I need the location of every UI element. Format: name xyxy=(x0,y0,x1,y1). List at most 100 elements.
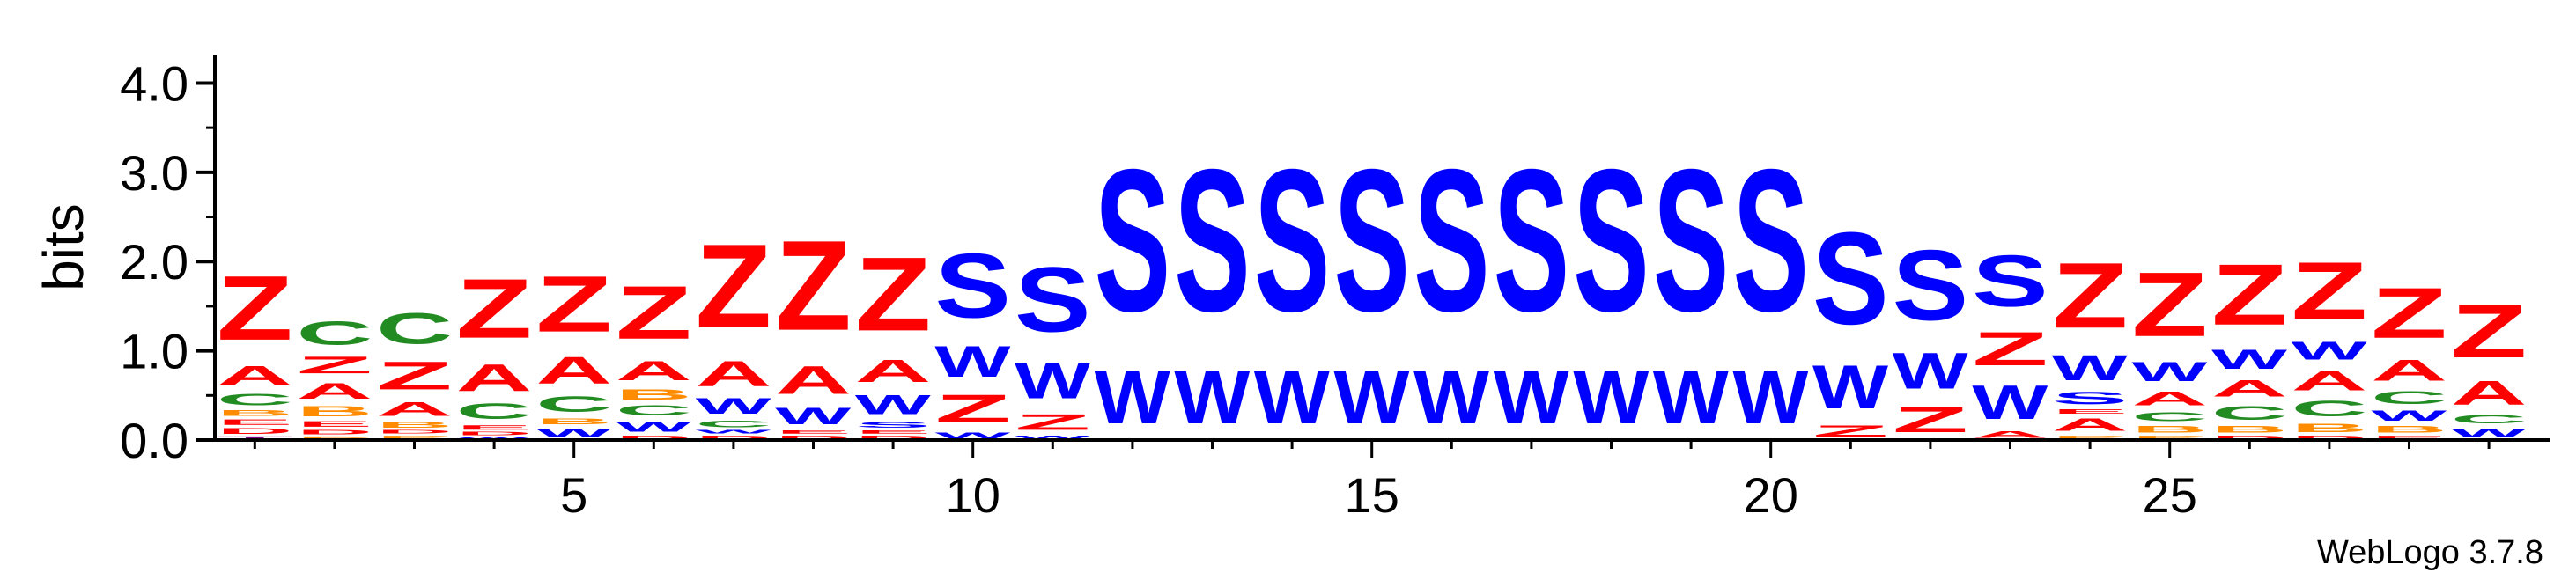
logo-glyph-b: B xyxy=(2211,424,2288,435)
logo-glyph-p: P xyxy=(297,436,373,440)
logo-glyph-c: C xyxy=(2131,410,2208,424)
logo-glyph-b: B xyxy=(2292,422,2368,435)
logo-glyph-w: W xyxy=(1333,355,1409,439)
glyph-stacks: TDEBCAZPDEBAZCPDBAZCWDECAZWBCAZDWCBAZDWC… xyxy=(217,126,2527,440)
logo-glyph-a: A xyxy=(376,399,453,421)
logo-glyph-p: P xyxy=(2131,435,2208,440)
logo-glyph-c: C xyxy=(2292,397,2368,422)
logo-glyph-z: Z xyxy=(616,270,692,355)
logo-glyph-c: C xyxy=(297,314,373,352)
logo-glyph-w: W xyxy=(1015,352,1091,409)
logo-glyph-b: B xyxy=(376,421,453,429)
logo-glyph-s: S xyxy=(1573,126,1650,354)
logo-glyph-s: S xyxy=(1174,126,1251,354)
logo-glyph-w: W xyxy=(1573,355,1649,439)
logo-glyph-e: E xyxy=(297,420,373,429)
logo-glyph-w: W xyxy=(2211,344,2288,375)
x-tick-label: 5 xyxy=(560,467,587,523)
logo-glyph-b: B xyxy=(297,404,373,420)
logo-glyph-z: Z xyxy=(217,257,293,359)
logo-glyph-w: W xyxy=(1893,342,1969,400)
logo-glyph-c: C xyxy=(616,403,692,419)
logo-glyph-a: A xyxy=(1972,429,2048,440)
logo-glyph-w: W xyxy=(2371,407,2447,423)
logo-glyph-s: S xyxy=(1494,126,1570,354)
logo-glyph-a: A xyxy=(2211,375,2288,401)
logo-glyph-d: D xyxy=(696,435,772,440)
logo-glyph-w: W xyxy=(855,389,932,420)
logo-glyph-z: Z xyxy=(775,215,852,357)
logo-glyph-a: A xyxy=(2131,387,2208,409)
logo-glyph-w: W xyxy=(934,431,1011,440)
logo-glyph-d: D xyxy=(217,427,293,436)
logo-glyph-a: A xyxy=(535,349,612,393)
logo-glyph-z: Z xyxy=(696,219,772,353)
x-tick-label: 10 xyxy=(946,467,1000,523)
weblogo-credit: WebLogo 3.7.8 xyxy=(2317,534,2543,571)
logo-glyph-a: A xyxy=(2052,415,2129,435)
y-tick-label: 1.0 xyxy=(120,324,188,379)
logo-glyph-a: A xyxy=(616,356,692,386)
y-tick-label: 2.0 xyxy=(120,234,188,290)
logo-glyph-w: W xyxy=(1972,376,2048,429)
logo-glyph-w: W xyxy=(1812,353,1888,422)
logo-glyph-e: E xyxy=(217,418,293,427)
logo-glyph-w: W xyxy=(1015,435,1090,440)
logo-glyph-p: P xyxy=(2052,435,2129,440)
logo-glyph-z: Z xyxy=(2292,246,2368,336)
logo-glyph-e: E xyxy=(2371,435,2447,440)
logo-glyph-c: C xyxy=(2451,413,2528,426)
logo-glyph-z: Z xyxy=(1893,400,1969,440)
logo-glyph-s: S xyxy=(1893,229,1969,341)
logo-glyph-z: Z xyxy=(2052,244,2129,349)
logo-glyph-d: D xyxy=(616,435,692,440)
logo-glyph-c: C xyxy=(456,400,533,424)
logo-glyph-w: W xyxy=(535,426,612,440)
logo-glyph-w: W xyxy=(696,429,771,435)
logo-glyph-d: D xyxy=(2292,435,2368,440)
logo-glyph-b: B xyxy=(217,409,293,418)
logo-glyph-s: S xyxy=(1095,126,1171,354)
logo-glyph-b: B xyxy=(2371,424,2447,435)
logo-glyph-w: W xyxy=(1653,355,1729,439)
logo-glyph-d: D xyxy=(376,429,453,435)
logo-glyph-c: C xyxy=(2211,402,2288,424)
logo-glyph-z: Z xyxy=(2371,273,2447,353)
logo-glyph-s: S xyxy=(855,421,932,429)
x-tick-label: 15 xyxy=(1345,467,1399,523)
logo-glyph-a: A xyxy=(696,353,772,393)
logo-glyph-a: A xyxy=(855,354,932,389)
logo-glyph-s: S xyxy=(934,234,1011,337)
logo-glyph-w: W xyxy=(2451,426,2528,440)
logo-glyph-w: W xyxy=(1732,355,1808,439)
logo-glyph-w: W xyxy=(2052,348,2129,388)
x-tick-label: 25 xyxy=(2143,467,2197,523)
logo-glyph-e: E xyxy=(775,429,852,435)
logo-glyph-z: Z xyxy=(1812,422,1889,440)
logo-glyph-a: A xyxy=(775,358,852,402)
y-tick-label: 4.0 xyxy=(120,55,188,111)
logo-glyph-s: S xyxy=(1413,126,1490,354)
logo-glyph-d: D xyxy=(456,431,533,437)
logo-glyph-s: S xyxy=(1972,240,2048,322)
logo-glyph-s: S xyxy=(1812,204,1889,352)
logo-glyph-e: E xyxy=(2052,408,2129,415)
logo-glyph-z: Z xyxy=(376,354,453,398)
logo-glyph-c: C xyxy=(376,305,453,353)
logo-glyph-a: A xyxy=(2451,374,2528,413)
logo-glyph-c: C xyxy=(696,419,772,429)
logo-glyph-w: W xyxy=(1095,355,1170,439)
logo-glyph-w: W xyxy=(1254,355,1330,439)
logo-glyph-a: A xyxy=(456,356,533,400)
logo-glyph-s: S xyxy=(2052,388,2129,407)
logo-glyph-z: Z xyxy=(2131,253,2208,356)
logo-glyph-z: Z xyxy=(855,235,932,353)
logo-glyph-w: W xyxy=(1494,355,1569,439)
logo-glyph-c: C xyxy=(535,393,612,417)
logo-glyph-d: D xyxy=(2211,435,2288,440)
logo-glyph-w: W xyxy=(696,393,772,418)
logo-glyph-w: W xyxy=(456,437,532,440)
logo-glyph-z: Z xyxy=(535,260,612,349)
logo-glyph-e: E xyxy=(855,429,932,435)
